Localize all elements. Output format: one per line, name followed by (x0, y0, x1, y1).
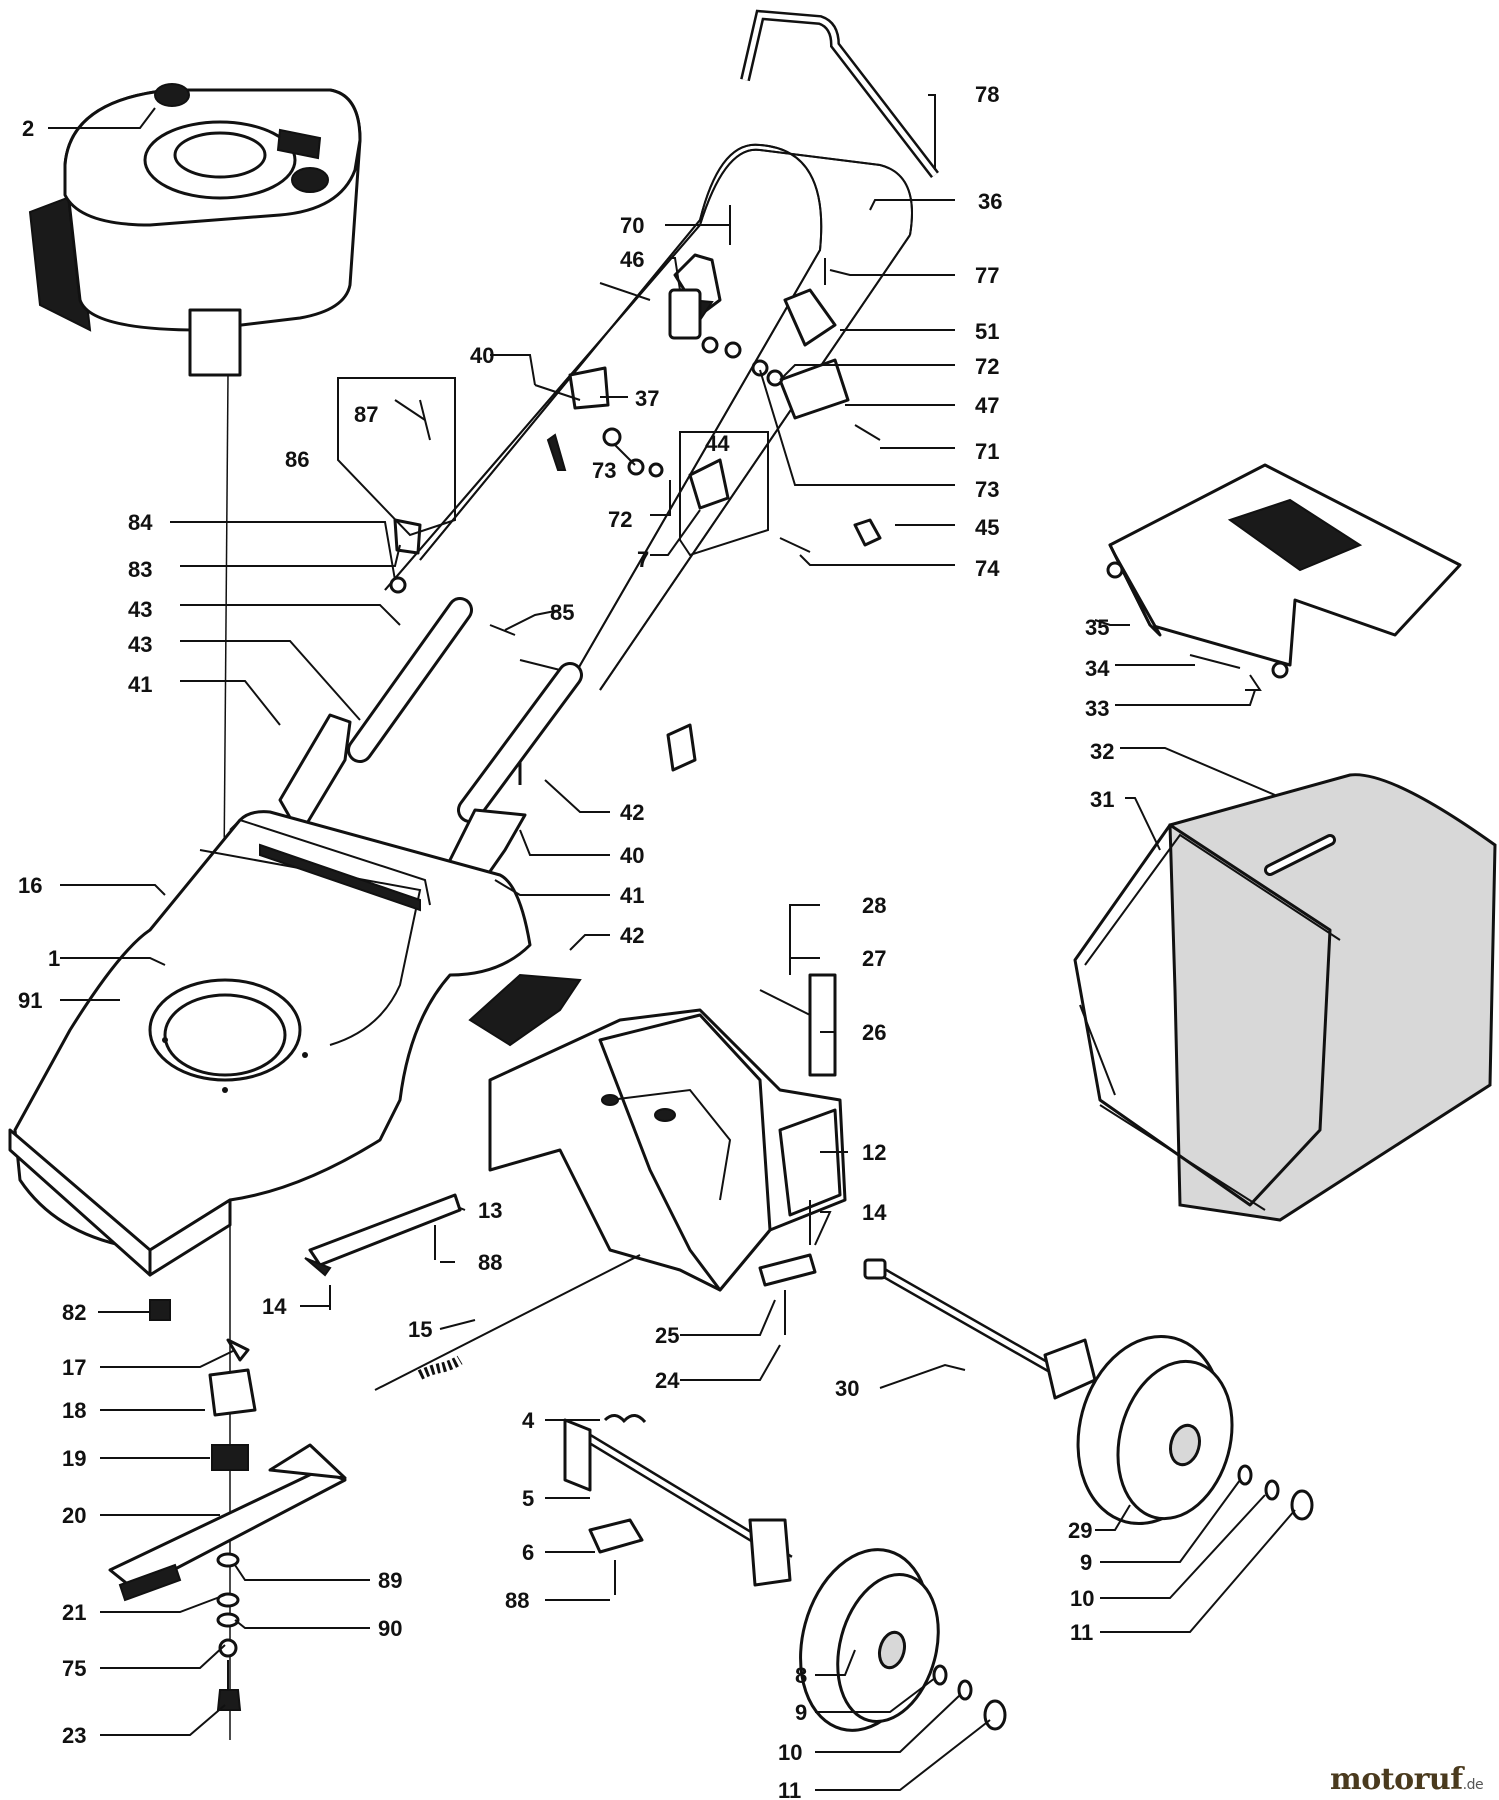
callout-14-left: 14 (262, 1294, 287, 1319)
front-axle-part (563, 1418, 793, 1587)
callout-36: 36 (978, 189, 1002, 214)
callout-88-lower: 88 (505, 1588, 529, 1613)
callout-25: 25 (655, 1323, 679, 1348)
rear-chassis-part (488, 1008, 847, 1292)
callout-2: 2 (22, 116, 34, 141)
callout-77-lower: 72 (608, 507, 632, 532)
bail-lever-part (740, 9, 939, 179)
callout-86: 86 (285, 447, 309, 472)
leader-lines (48, 94, 1296, 1791)
callout-83: 83 (128, 557, 152, 582)
callout-27: 27 (862, 946, 886, 971)
callout-74: 51 (975, 319, 999, 344)
brand-name: motoruf (1330, 1762, 1463, 1797)
upper-handle-part (384, 143, 913, 701)
callout-17: 17 (62, 1355, 86, 1380)
brand-tld: .de (1462, 1777, 1484, 1793)
callout-72: 46 (620, 247, 644, 272)
callout-30: 30 (835, 1376, 859, 1401)
callout-46: 43 (128, 632, 152, 657)
handle-fittings (389, 253, 882, 785)
motoruf-watermark: motoruf.de (1330, 1762, 1484, 1797)
callout-31: 31 (1090, 787, 1114, 812)
callout-15: 15 (408, 1317, 432, 1342)
callout-21: 21 (62, 1600, 86, 1625)
blade-assembly-parts (108, 1215, 347, 1740)
callout-numbers: 2 78 36 70 46 77 51 40 72 37 87 47 44 86… (18, 82, 1114, 1800)
callout-79: 74 (975, 556, 1000, 581)
callout-88-upper: 88 (478, 1250, 502, 1275)
callout-37: 37 (635, 386, 659, 411)
callout-7: 7 (637, 547, 649, 572)
callout-1: 1 (48, 946, 60, 971)
callout-13: 13 (478, 1198, 502, 1223)
callout-81: 78 (975, 82, 999, 107)
callout-77-upper: 72 (975, 354, 999, 379)
callout-51: 75 (62, 1656, 86, 1681)
callout-80: 77 (975, 263, 999, 288)
callout-45: 42 (620, 800, 644, 825)
grass-box-lid-part (1106, 463, 1462, 691)
callout-10-right: 10 (1070, 1586, 1094, 1611)
callout-23: 23 (62, 1723, 86, 1748)
callout-75: 70 (620, 213, 644, 238)
callout-76: 71 (975, 439, 999, 464)
callout-33: 33 (1085, 696, 1109, 721)
callout-71: 45 (975, 515, 999, 540)
front-wheel-part (799, 1548, 1007, 1732)
group-boxes (337, 377, 769, 557)
callout-29: 29 (1068, 1518, 1092, 1543)
callout-14-right: 14 (862, 1200, 887, 1225)
callout-26: 26 (862, 1020, 886, 1045)
callout-73: 47 (975, 393, 999, 418)
callout-8: 8 (795, 1663, 807, 1688)
callout-18: 18 (62, 1398, 86, 1423)
engine-part (28, 83, 362, 1116)
callout-89: 89 (378, 1568, 402, 1593)
callout-82: 82 (62, 1300, 86, 1325)
callout-78-right: 73 (975, 477, 999, 502)
callout-16: 16 (18, 873, 42, 898)
callout-24: 24 (655, 1368, 680, 1393)
callout-9-left: 9 (795, 1700, 807, 1725)
callout-5: 5 (522, 1486, 534, 1511)
callout-6: 6 (522, 1540, 534, 1565)
callout-41: 40 (620, 843, 644, 868)
callout-11-left: 11 (778, 1778, 801, 1800)
callout-42: 41 (620, 883, 644, 908)
callout-10-left: 10 (778, 1740, 802, 1765)
grass-box-part (1073, 773, 1497, 1222)
callout-12: 12 (862, 1140, 886, 1165)
callout-35: 35 (1085, 615, 1109, 640)
rear-wheel-part (1076, 1334, 1314, 1526)
callout-87: 87 (354, 402, 378, 427)
callout-84: 84 (128, 510, 153, 535)
callout-47: 44 (705, 431, 730, 456)
callout-20: 20 (62, 1503, 86, 1528)
callout-11-right: 11 (1070, 1620, 1093, 1645)
callout-78-left: 73 (592, 458, 616, 483)
small-hardware-parts (304, 945, 837, 1595)
rear-axle-part (863, 1258, 1097, 1400)
callout-44: 41 (128, 672, 152, 697)
callout-91: 91 (18, 988, 42, 1013)
callout-90: 90 (378, 1616, 402, 1641)
callout-34: 34 (1085, 656, 1110, 681)
callout-40: 40 (470, 343, 494, 368)
callout-43: 42 (620, 923, 644, 948)
callout-32: 32 (1090, 739, 1114, 764)
callout-4: 4 (522, 1408, 535, 1433)
callout-9-right: 9 (1080, 1550, 1092, 1575)
callout-28: 28 (862, 893, 886, 918)
callout-19: 19 (62, 1446, 86, 1471)
mower-deck-part (8, 810, 532, 1277)
callout-85: 85 (550, 600, 574, 625)
callout-70: 43 (128, 597, 152, 622)
